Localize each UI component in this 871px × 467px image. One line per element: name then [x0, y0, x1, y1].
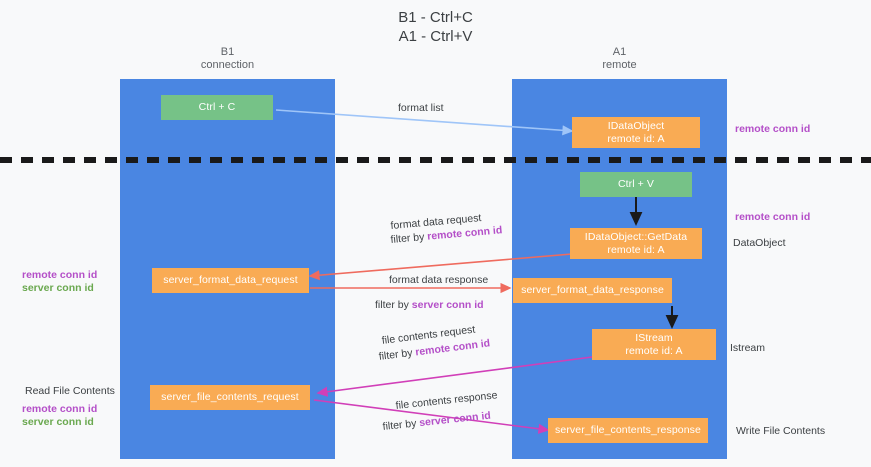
annotation-left-remote-conn-id: remote conn id [22, 269, 98, 281]
annotation-dataobject: DataObject [733, 237, 786, 249]
column-header-a1: A1 remote [602, 46, 637, 71]
annotation-write-file-contents: Write File Contents [736, 425, 826, 437]
filter-value-server-conn-id: server conn id [418, 409, 492, 430]
annotation-left-server-conn-id: server conn id [22, 282, 94, 294]
box-ctrl-c[interactable]: Ctrl + C [161, 95, 273, 120]
filter-prefix: filter by [378, 346, 417, 363]
box-idataobject[interactable]: IDataObject remote id: A [572, 117, 700, 148]
annotation-remote-conn-id-top: remote conn id [735, 123, 811, 135]
caption-format-list: format list [398, 102, 444, 114]
box-server-format-data-request[interactable]: server_format_data_request [152, 268, 309, 293]
column-header-b1: B1 connection [200, 46, 255, 71]
filter-value-server-conn-id: server conn id [411, 299, 484, 311]
annotation-read-file-contents: Read File Contents [25, 385, 115, 397]
box-server-file-contents-response[interactable]: server_file_contents_response [548, 418, 708, 443]
box-server-format-data-response[interactable]: server_format_data_response [513, 278, 672, 303]
filter-prefix: filter by [382, 417, 420, 433]
caption-format-data-response-filter: filter by server conn id [375, 298, 484, 312]
annotation-remote-conn-id-mid: remote conn id [735, 211, 811, 223]
caption-format-data-response: format data response [389, 274, 489, 286]
page-title: B1 - Ctrl+C A1 - Ctrl+V [398, 9, 473, 45]
annotation-istream: Istream [730, 342, 766, 354]
filter-prefix: filter by [390, 230, 428, 246]
annotation-left-server-conn-id-2: server conn id [22, 416, 94, 428]
filter-prefix: filter by [375, 299, 412, 311]
annotation-left-remote-conn-id-2: remote conn id [22, 403, 98, 415]
box-istream[interactable]: IStream remote id: A [592, 329, 716, 360]
box-server-file-contents-request[interactable]: server_file_contents_request [150, 385, 310, 410]
box-ctrl-v[interactable]: Ctrl + V [580, 172, 692, 197]
box-idataobject-getdata[interactable]: IDataObject::GetData remote id: A [570, 228, 702, 259]
